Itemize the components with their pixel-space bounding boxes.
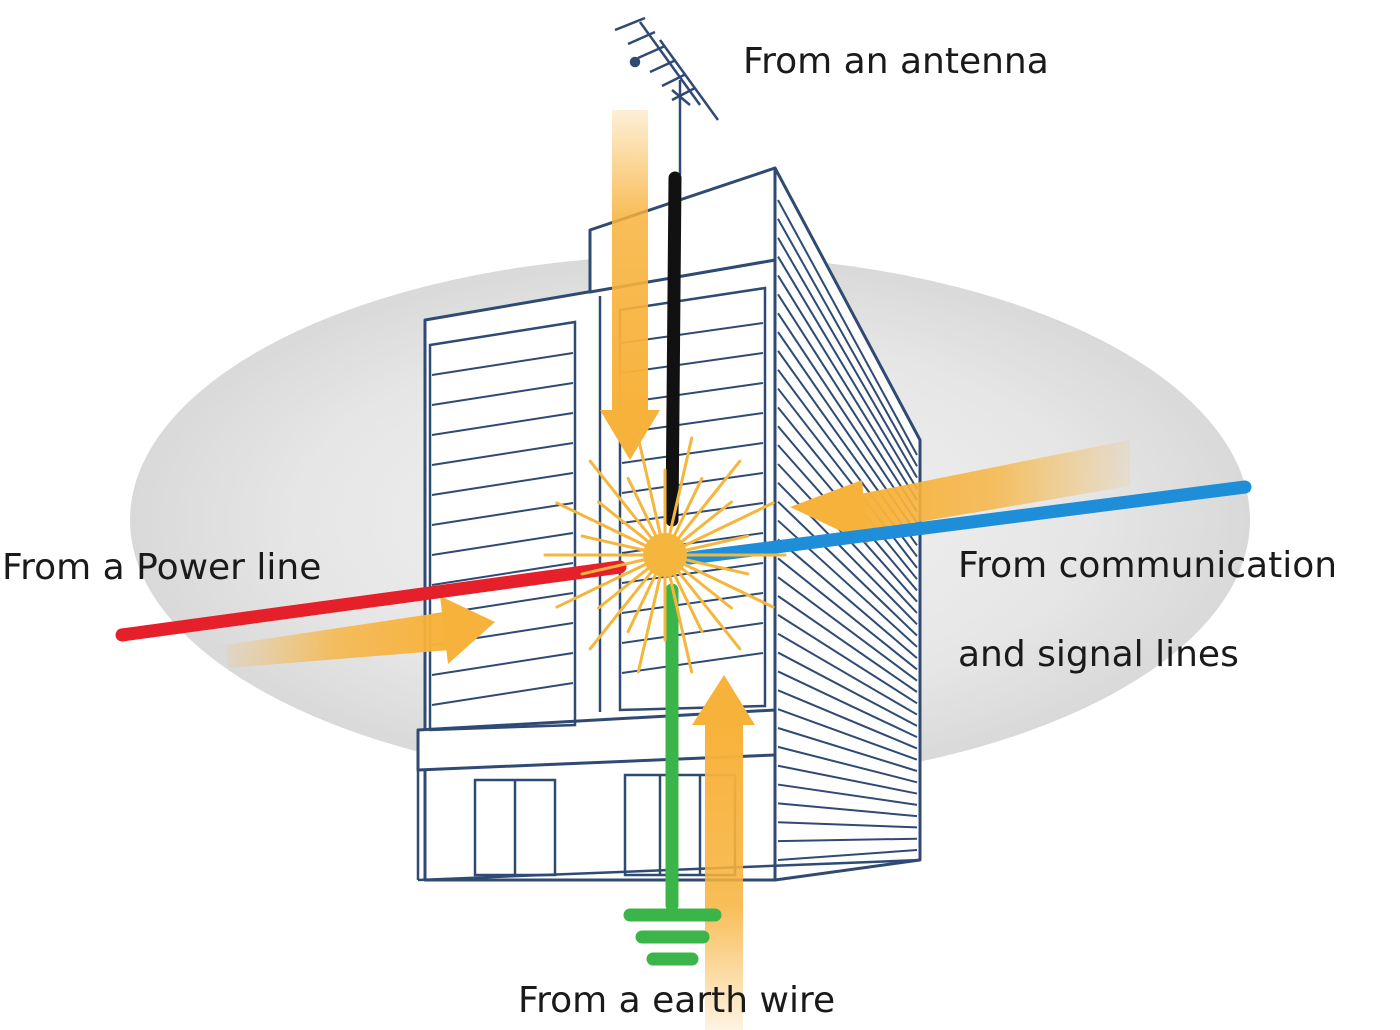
window-slat-left xyxy=(431,682,574,706)
window-slat-left xyxy=(431,442,574,466)
window-slat-left xyxy=(431,562,574,586)
window-slat-left xyxy=(431,652,574,676)
label-power-line: From a Power line xyxy=(2,547,322,588)
surge-arrow-signal-line xyxy=(790,440,1130,544)
label-earth-wire: From a earth wire xyxy=(518,980,836,1021)
antenna-icon xyxy=(614,16,720,175)
window-slat-left xyxy=(431,532,574,556)
window-slat-right xyxy=(621,442,764,464)
side-slat xyxy=(777,764,918,795)
side-slat xyxy=(777,199,918,456)
side-slat xyxy=(777,538,918,659)
window-slat-left xyxy=(431,472,574,496)
side-slat xyxy=(777,256,918,490)
window-slat-left xyxy=(431,352,574,376)
side-slat xyxy=(777,689,918,750)
window-slat-right xyxy=(621,502,764,524)
antenna-lead-line xyxy=(665,171,682,527)
label-antenna: From an antenna xyxy=(743,41,1049,82)
side-slat xyxy=(777,651,918,727)
window-slat-right xyxy=(621,592,764,614)
side-slat xyxy=(777,783,918,806)
side-slat xyxy=(777,500,918,637)
side-slat xyxy=(777,614,918,705)
side-slat xyxy=(777,708,918,761)
side-slat xyxy=(777,293,918,512)
side-slat xyxy=(777,727,918,772)
side-slat xyxy=(777,557,918,671)
window-slats xyxy=(431,322,764,706)
side-slat xyxy=(777,802,918,818)
side-slat xyxy=(777,837,918,843)
power-line xyxy=(115,560,627,642)
side-slat xyxy=(777,632,918,716)
side-slat xyxy=(777,670,918,739)
ground-symbol-icon xyxy=(623,908,722,966)
window-slat-left xyxy=(431,502,574,526)
side-slat xyxy=(777,849,918,861)
signal-line xyxy=(683,480,1252,565)
surge-arrow-power-line xyxy=(225,596,495,668)
side-slat xyxy=(777,576,918,682)
window-slat-left xyxy=(431,412,574,436)
side-slat xyxy=(777,218,918,467)
label-communication-line1: From communication xyxy=(958,545,1338,586)
surge-burst-core xyxy=(643,533,687,577)
window-slat-left xyxy=(431,382,574,406)
side-slat xyxy=(777,595,918,693)
surge-arrow-earth-wire xyxy=(692,675,755,1030)
side-slat xyxy=(777,745,918,784)
window-slat-right xyxy=(621,472,764,494)
side-slat xyxy=(777,821,918,829)
surge-arrow-antenna xyxy=(600,110,660,460)
window-slat-right xyxy=(621,652,764,674)
side-slat xyxy=(777,237,918,479)
side-slat xyxy=(777,274,918,501)
label-communication-line2: and signal lines xyxy=(958,634,1239,675)
